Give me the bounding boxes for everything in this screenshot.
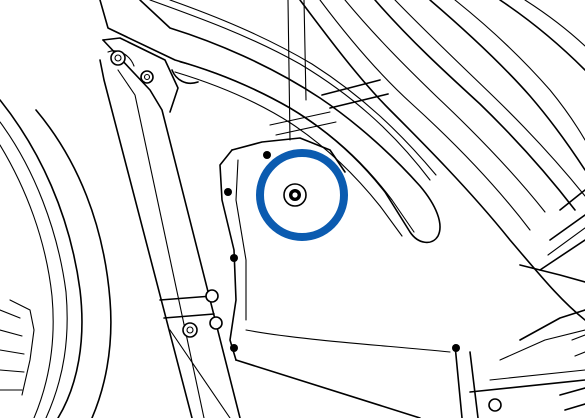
plate-bolts bbox=[224, 151, 460, 352]
base-block bbox=[454, 309, 585, 418]
bolt-icon bbox=[209, 316, 223, 330]
bolt-icon bbox=[140, 70, 154, 84]
upper-handle bbox=[99, 0, 441, 244]
mount-plate bbox=[219, 137, 451, 418]
right-frame bbox=[299, 0, 585, 321]
bolt-icon bbox=[230, 344, 238, 352]
bolt-icon bbox=[263, 151, 271, 159]
highlight-circle bbox=[256, 149, 348, 241]
bolt-icon bbox=[224, 188, 232, 196]
bolt-icon bbox=[230, 254, 238, 262]
highlighted-bolt bbox=[283, 183, 307, 207]
bolt-icon bbox=[182, 322, 198, 338]
arm-bolts bbox=[110, 50, 223, 338]
arm-link bbox=[99, 37, 241, 418]
bolt-icon bbox=[110, 50, 126, 66]
bolt-icon bbox=[205, 289, 219, 303]
shaft-lines bbox=[269, 0, 389, 141]
left-wheel bbox=[0, 99, 112, 418]
